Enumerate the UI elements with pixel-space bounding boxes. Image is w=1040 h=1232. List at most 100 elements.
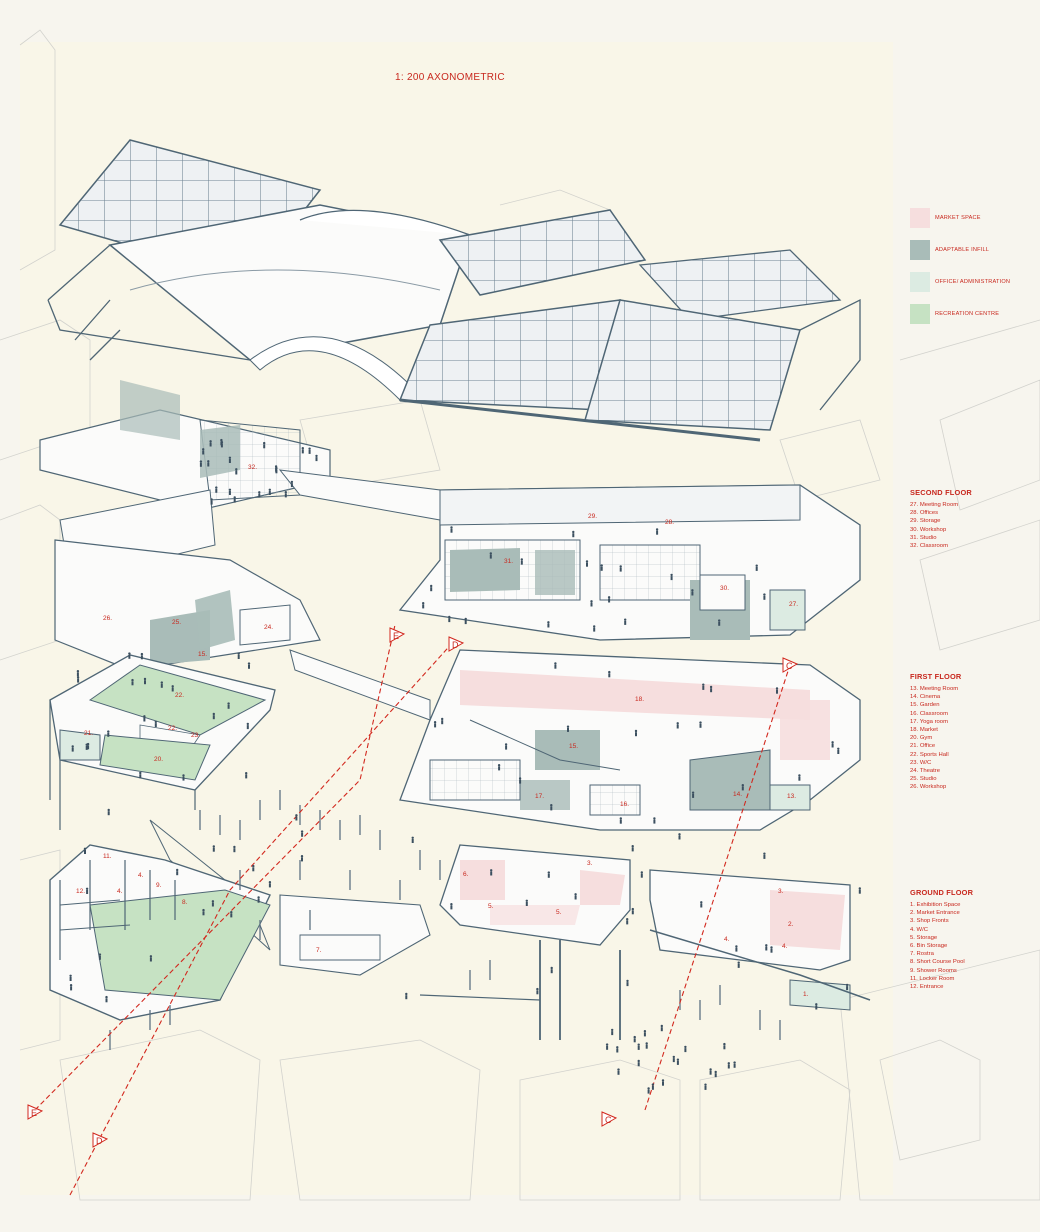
- section-marker: E: [389, 627, 406, 643]
- room-key-item: 11. Locker Room: [910, 975, 955, 982]
- person-figure-body: [85, 745, 88, 750]
- person-figure-head: [202, 908, 205, 912]
- person-figure-body: [257, 898, 260, 903]
- room-number-label: 4.: [117, 888, 123, 895]
- person-figure-body: [246, 725, 249, 730]
- person-figure-head: [600, 564, 603, 567]
- person-figure-head: [637, 1043, 640, 1046]
- person-figure-body: [525, 902, 528, 906]
- person-figure-head: [605, 1043, 609, 1046]
- room-number-label: 29.: [588, 513, 597, 520]
- person-figure-head: [268, 488, 271, 491]
- person-figure-body: [691, 591, 694, 596]
- room-key-item: 25. Studio: [910, 776, 937, 783]
- person-figure-body: [230, 913, 233, 918]
- person-figure-head: [763, 852, 766, 855]
- person-figure-body: [107, 732, 110, 737]
- person-figure-head: [268, 881, 272, 884]
- section-marker-letter: D: [452, 640, 459, 650]
- ground-floor-key: GROUND FLOOR 1. Exhibition Space 2. Mark…: [910, 888, 1035, 991]
- room-key-item: 14. Cinema: [910, 694, 941, 701]
- room-number-label: 3.: [778, 888, 784, 895]
- room-number-label: 4.: [724, 936, 730, 943]
- person-figure-body: [182, 776, 185, 781]
- person-figure-body: [626, 982, 629, 987]
- person-figure-body: [770, 948, 773, 953]
- person-figure-body: [626, 920, 629, 925]
- room-key-item: 3. Shop Fronts: [910, 918, 949, 925]
- floor-heading: FIRST FLOOR: [910, 672, 962, 681]
- room-number-label: 9.: [156, 882, 162, 889]
- person-figure-body: [645, 1044, 648, 1049]
- person-figure-head: [98, 953, 102, 956]
- person-figure-body: [831, 743, 834, 748]
- floor-room-list: 13. Meeting Room 14. Cinema 15. Garden 1…: [910, 685, 1035, 792]
- person-figure-body: [586, 562, 588, 567]
- person-figure-body: [536, 990, 539, 995]
- person-figure-body: [84, 850, 86, 854]
- person-figure-head: [626, 918, 629, 921]
- room-key-item: 15. Garden: [910, 702, 940, 709]
- person-figure-head: [741, 784, 744, 787]
- person-figure-body: [702, 685, 705, 690]
- person-figure-head: [640, 871, 643, 874]
- room-key-item: 29. Storage: [910, 518, 941, 525]
- person-figure-body: [211, 902, 214, 907]
- first-floor-key: FIRST FLOOR 13. Meeting Room 14. Cinema …: [910, 672, 1035, 792]
- person-figure-body: [699, 723, 702, 728]
- legend-swatch: [910, 240, 930, 260]
- person-figure-head: [245, 772, 248, 775]
- person-figure-body: [631, 910, 634, 915]
- person-figure-head: [228, 488, 232, 491]
- person-figure-body: [76, 672, 79, 677]
- person-figure-head: [631, 845, 634, 848]
- person-figure-head: [199, 460, 203, 463]
- person-figure-body: [284, 493, 287, 498]
- person-figure-body: [212, 847, 215, 852]
- person-figure-head: [212, 712, 215, 716]
- person-figure-head: [626, 979, 629, 983]
- person-figure-body: [69, 977, 72, 981]
- person-figure-body: [422, 604, 425, 609]
- person-figure-head: [845, 983, 849, 987]
- person-figure-body: [670, 576, 673, 581]
- person-figure-body: [651, 1085, 654, 1090]
- legend-label: RECREATION CENTRE: [935, 311, 1000, 317]
- person-figure-body: [550, 969, 553, 974]
- room-key-item: 7. Rostra: [910, 951, 934, 958]
- person-figure-head: [633, 1035, 636, 1039]
- person-figure-body: [611, 1031, 614, 1036]
- person-figure-head: [617, 1068, 620, 1071]
- person-figure-body: [815, 1005, 818, 1010]
- section-marker-arrow: [601, 1111, 618, 1127]
- room-key-item: 4. W/C: [910, 926, 928, 933]
- room-number-label: 15.: [198, 651, 207, 658]
- person-figure-head: [107, 730, 110, 733]
- legend-label: OFFICE/ ADMINISTRATION: [935, 279, 1011, 285]
- room-number-label: 32.: [248, 464, 257, 471]
- person-figure-body: [301, 857, 303, 862]
- person-figure-body: [143, 717, 146, 722]
- person-figure-head: [209, 440, 212, 443]
- person-figure-body: [450, 528, 453, 533]
- person-figure-body: [275, 469, 278, 474]
- person-figure-head: [504, 743, 508, 746]
- person-figure-head: [315, 454, 318, 458]
- person-figure-body: [228, 459, 231, 463]
- first-floor-east: [399, 649, 861, 831]
- room-number-label: 2.: [788, 921, 794, 928]
- section-marker: D: [448, 636, 465, 652]
- person-figure-head: [258, 491, 261, 494]
- bridges: [149, 469, 441, 951]
- person-figure-body: [308, 449, 311, 454]
- person-figure-body: [755, 566, 758, 571]
- legend-item-market-space: MARKET SPACE: [910, 202, 1035, 234]
- room-number-label: 28.: [665, 519, 674, 526]
- person-figure-head: [547, 621, 550, 624]
- person-figure-head: [233, 496, 236, 499]
- person-figure-body: [86, 890, 89, 894]
- person-figure-body: [149, 957, 152, 962]
- person-figure-body: [154, 723, 157, 728]
- person-figure-head: [815, 1003, 818, 1006]
- person-figure-head: [76, 670, 80, 673]
